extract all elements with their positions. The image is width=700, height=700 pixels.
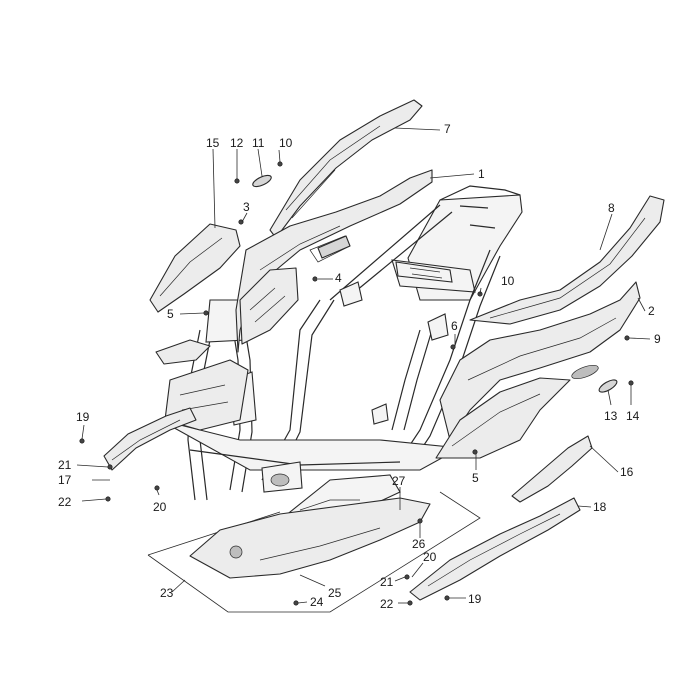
part-1-center-cover <box>235 169 433 353</box>
part-2-right-side-panel <box>439 281 641 441</box>
callout-20b: 20 <box>423 550 437 564</box>
callout-25: 25 <box>328 586 342 600</box>
callout-22a: 22 <box>58 495 72 509</box>
callout-24: 24 <box>310 595 324 609</box>
callout-labels: 1 2 3 4 5 5 6 7 8 9 10 10 11 12 13 14 15… <box>58 122 661 611</box>
part-7-upper-trim <box>269 99 423 239</box>
callout-11: 11 <box>252 136 265 150</box>
callout-14: 14 <box>626 409 640 423</box>
callout-7: 7 <box>444 122 451 136</box>
callout-21b: 21 <box>380 575 394 589</box>
callout-2: 2 <box>648 304 655 318</box>
callout-4: 4 <box>335 271 342 285</box>
callout-19a: 19 <box>76 410 90 424</box>
callout-16: 16 <box>620 465 634 479</box>
callout-6: 6 <box>451 319 458 333</box>
callout-9: 9 <box>654 332 661 346</box>
callout-23: 23 <box>160 586 174 600</box>
callout-27: 27 <box>392 474 406 488</box>
callout-8: 8 <box>608 201 615 215</box>
callout-10b: 10 <box>501 274 515 288</box>
part-8-right-upper-cover <box>469 195 665 325</box>
part-23-floor-panel <box>189 497 431 579</box>
part-17-left-floor-strip <box>103 407 197 471</box>
callout-leaders <box>76 127 651 604</box>
callout-12: 12 <box>230 136 244 150</box>
callout-5b: 5 <box>472 471 479 485</box>
callout-19b: 19 <box>468 592 482 606</box>
callout-13: 13 <box>604 409 618 423</box>
callout-18: 18 <box>593 500 607 514</box>
callout-3: 3 <box>243 200 250 214</box>
part-15-left-cover <box>149 223 241 313</box>
part-18-right-floor-strip <box>409 497 581 601</box>
part-2-lower-panel <box>435 377 571 459</box>
callout-17: 17 <box>58 473 72 487</box>
callout-15: 15 <box>206 136 220 150</box>
floor-panel-group-outline <box>147 491 481 613</box>
callout-5a: 5 <box>167 307 174 321</box>
callout-10a: 10 <box>279 136 293 150</box>
callout-1: 1 <box>478 167 485 181</box>
callout-20a: 20 <box>153 500 167 514</box>
callout-21a: 21 <box>58 458 72 472</box>
part-16-trim <box>511 435 593 503</box>
callout-26: 26 <box>412 537 426 551</box>
callout-22b: 22 <box>380 597 394 611</box>
